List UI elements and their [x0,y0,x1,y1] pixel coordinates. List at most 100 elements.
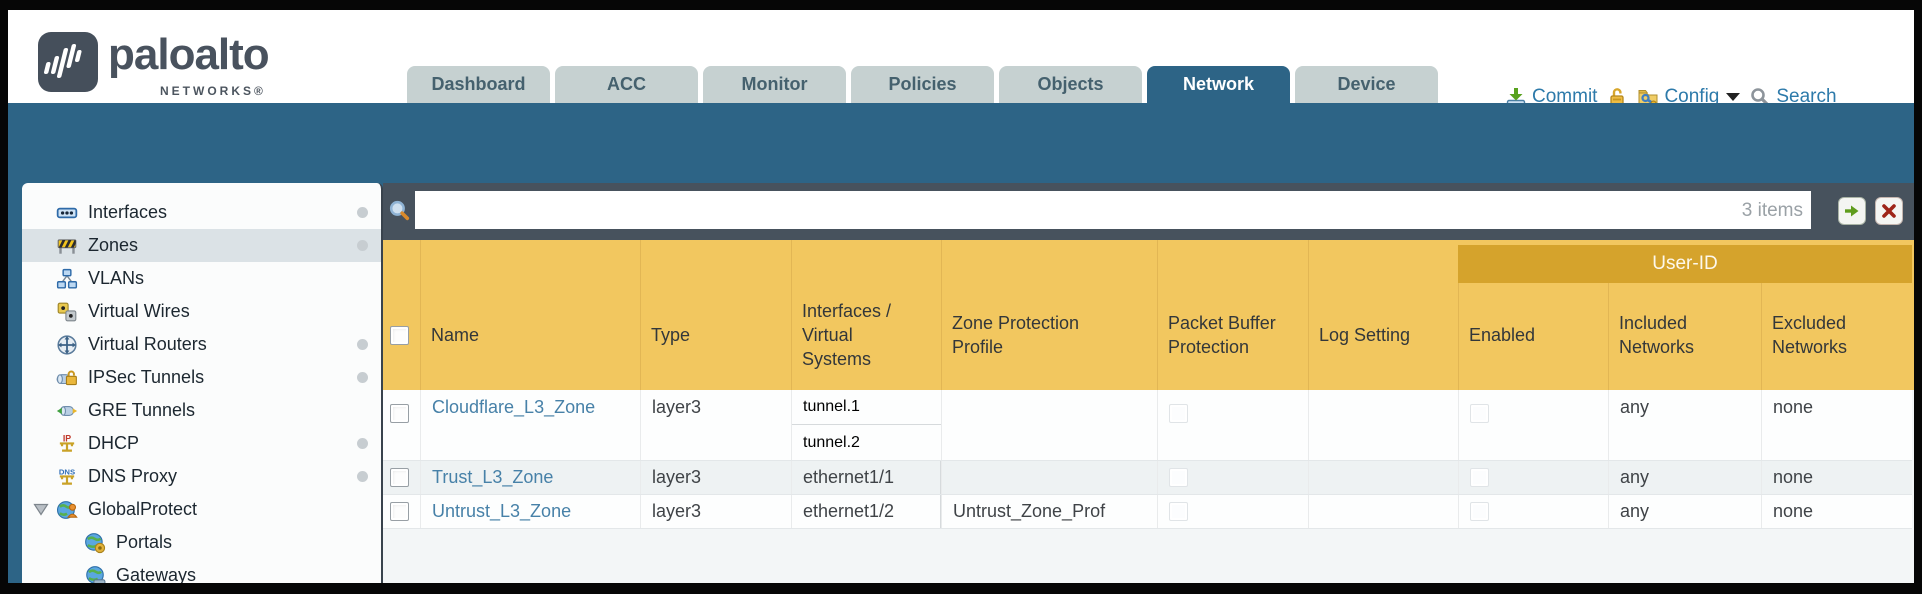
tab-policies[interactable]: Policies [851,66,994,103]
excluded-networks: none [1773,467,1814,487]
zone-type: layer3 [652,501,702,521]
column-headers: Name Type Interfaces / Virtual Systems Z… [383,280,1912,390]
clear-filter-button[interactable] [1875,197,1903,225]
apply-filter-button[interactable] [1838,197,1866,225]
tab-objects[interactable]: Objects [999,66,1142,103]
sidebar-item-zones[interactable]: Zones [22,229,381,262]
select-all-checkbox[interactable] [390,325,409,345]
included-networks: any [1620,397,1650,417]
sidebar-item-label: Virtual Wires [88,301,190,321]
tab-monitor[interactable]: Monitor [703,66,846,103]
zone-type: layer3 [652,467,702,487]
status-dot [357,372,368,383]
user-id-group-header: User-ID [1458,245,1912,283]
gateways-icon [86,565,106,583]
sidebar-item-gre-tunnels[interactable]: GRE Tunnels [22,394,381,427]
filter-input[interactable] [415,191,1811,229]
user-id-label: User-ID [1652,253,1718,274]
paloalto-logo: paloalto NETWORKS® [32,28,332,98]
packet-buffer-protection-checkbox[interactable] [1169,502,1188,521]
interface-name: ethernet1/1 [803,467,895,487]
zones-table-header: User-ID Name Type Interfaces / Virtual S… [383,240,1914,390]
app-header: paloalto NETWORKS® Dashboard ACC Monitor… [8,10,1914,107]
interfaces-cell: tunnel.1 tunnel.2 [791,390,942,460]
sidebar-item-label: Interfaces [88,202,168,222]
sidebar-item-label: Virtual Routers [88,334,207,354]
search-button[interactable]: Search [1749,86,1837,108]
packet-buffer-protection-checkbox[interactable] [1169,468,1188,487]
status-dot [357,339,368,350]
column-header-log-setting[interactable]: Log Setting [1319,324,1411,345]
tab-acc[interactable]: ACC [555,66,698,103]
sidebar-item-dhcp[interactable]: IP DHCP [22,427,381,460]
excluded-networks: none [1773,397,1814,417]
user-id-enabled-checkbox[interactable] [1470,468,1489,487]
sidebar-item-label: DNS Proxy [88,466,178,486]
zones-table-body: Cloudflare_L3_Zone layer3 tunnel.1 tunne… [383,390,1912,529]
svg-text:IP: IP [63,433,71,443]
config-menu[interactable]: Config [1637,86,1741,108]
dhcp-icon: IP [59,433,75,452]
zone-name-link[interactable]: Untrust_L3_Zone [432,501,572,521]
included-networks: any [1620,467,1650,487]
red-x-icon [1882,204,1896,218]
header-utilities: Commit Config Search [1505,80,1837,114]
expand-triangle-icon[interactable] [33,502,49,517]
tab-dashboard[interactable]: Dashboard [407,66,550,103]
column-header-zone-protection-profile[interactable]: Zone Protection Profile [952,312,1080,357]
status-dot [357,240,368,251]
status-dot [357,438,368,449]
row-checkbox[interactable] [390,404,409,423]
column-header-enabled[interactable]: Enabled [1469,324,1536,345]
network-sidebar: Interfaces Zones VLANs [22,183,383,583]
zones-content-panel: 3 items User-ID Name Type [383,183,1914,583]
column-header-interfaces[interactable]: Interfaces / Virtual Systems [802,300,892,370]
row-checkbox[interactable] [390,502,409,521]
sidebar-item-globalprotect[interactable]: GlobalProtect [22,493,381,526]
ipsec-tunnels-icon [56,370,77,385]
row-checkbox[interactable] [390,468,409,487]
zone-name-link[interactable]: Trust_L3_Zone [432,467,554,487]
sidebar-item-label: IPSec Tunnels [88,367,205,387]
user-id-enabled-checkbox[interactable] [1470,502,1489,521]
sidebar-item-interfaces[interactable]: Interfaces [22,196,381,229]
commit-label: Commit [1532,86,1598,107]
zone-type: layer3 [652,397,702,417]
items-count: 3 items [1741,200,1803,221]
column-header-type[interactable]: Type [651,324,691,345]
column-header-name[interactable]: Name [431,324,480,345]
paloalto-logo-mark-icon [38,32,98,92]
sidebar-item-vlans[interactable]: VLANs [22,262,381,295]
config-label: Config [1664,86,1720,107]
sidebar-item-dns-proxy[interactable]: DNS DNS Proxy [22,460,381,493]
lock-icon[interactable] [1606,86,1628,108]
zone-name-link[interactable]: Cloudflare_L3_Zone [432,397,596,417]
interface-name: tunnel.2 [803,433,860,451]
tab-network[interactable]: Network [1147,66,1290,103]
chevron-down-icon [1726,93,1741,101]
virtual-wires-icon [57,302,77,321]
config-icon [1638,90,1658,107]
sidebar-list: Interfaces Zones VLANs [22,183,381,583]
column-header-excluded-networks[interactable]: Excluded Networks [1772,312,1848,357]
sidebar-item-label: GRE Tunnels [88,400,196,420]
interface-name: ethernet1/2 [803,501,895,521]
column-header-included-networks[interactable]: Included Networks [1619,312,1695,357]
dns-proxy-icon: DNS [59,467,75,485]
sidebar-item-gateways[interactable]: Gateways [22,559,381,583]
search-label: Search [1776,86,1837,107]
column-header-packet-buffer-protection[interactable]: Packet Buffer Protection [1168,312,1276,357]
logo-sub-wordmark: NETWORKS® [160,84,266,98]
tab-device[interactable]: Device [1295,66,1438,103]
svg-text:DNS: DNS [59,467,75,476]
sidebar-item-virtual-wires[interactable]: Virtual Wires [22,295,381,328]
sidebar-item-label: Zones [88,235,139,255]
sidebar-item-ipsec-tunnels[interactable]: IPSec Tunnels [22,361,381,394]
filter-toolbar: 3 items [383,183,1914,240]
sidebar-item-virtual-routers[interactable]: Virtual Routers [22,328,381,361]
sidebar-item-portals[interactable]: Portals [22,526,381,559]
packet-buffer-protection-checkbox[interactable] [1169,404,1188,423]
virtual-routers-icon [57,334,77,355]
user-id-enabled-checkbox[interactable] [1470,404,1489,423]
sidebar-item-label: DHCP [88,433,140,453]
